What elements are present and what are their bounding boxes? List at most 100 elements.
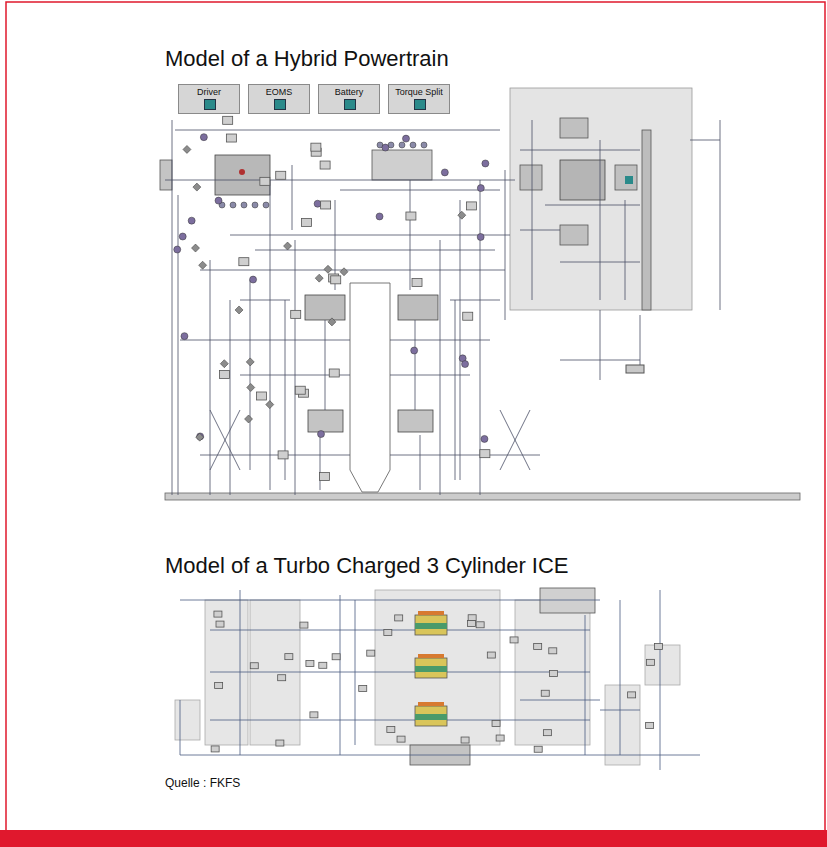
signal-wire (500, 630, 590, 631)
signal-wire (180, 755, 700, 756)
small-block (367, 650, 375, 656)
vehicle-panel (510, 88, 692, 310)
small-block (331, 276, 341, 284)
small-block (654, 643, 662, 649)
signal-wire (640, 315, 641, 370)
signal-wire (532, 120, 533, 300)
exhaust-panel (515, 600, 590, 745)
signal-wire (292, 165, 293, 230)
small-block (466, 202, 476, 210)
signal-wire (210, 410, 240, 470)
signal-wire (230, 235, 510, 236)
small-block (276, 171, 286, 179)
port (410, 142, 416, 148)
button-label: Battery (319, 85, 379, 97)
signal-wire (450, 300, 500, 301)
vehicle-block (560, 118, 588, 138)
hybrid-model (160, 88, 800, 500)
sensor (482, 160, 489, 167)
machine-block (398, 295, 438, 320)
small-block (211, 746, 219, 752)
vehicle-bus (642, 130, 651, 310)
signal-wire (500, 672, 590, 673)
diamond-port (315, 274, 323, 282)
small-block (461, 737, 469, 743)
signal-wire (390, 455, 540, 456)
inverter-block (308, 410, 343, 432)
signal-wire (560, 360, 640, 361)
signal-wire (500, 410, 530, 470)
small-block (223, 116, 233, 124)
button-label: Torque Split (389, 85, 449, 97)
signal-wire (625, 200, 626, 300)
vehicle-core (560, 160, 605, 200)
turbo-panel (605, 685, 640, 765)
ground-bar (165, 493, 800, 500)
signal-wire (600, 310, 601, 380)
cylinder-band (415, 714, 447, 720)
cylinder-top (418, 654, 444, 658)
small-block (549, 648, 557, 654)
signal-wire (660, 590, 661, 770)
signal-wire (390, 375, 470, 376)
small-block (384, 630, 392, 636)
signal-wire (480, 180, 481, 495)
signal-wire (545, 205, 640, 206)
diamond-port (192, 244, 200, 252)
signal-wire (720, 120, 721, 310)
cylinder (415, 615, 447, 635)
signal-wire (165, 180, 515, 181)
small-block (257, 392, 267, 400)
small-block (492, 721, 500, 727)
signal-wire (200, 455, 350, 456)
block-icon (414, 99, 426, 110)
signal-wire (585, 615, 586, 755)
diamond-port (199, 261, 207, 269)
port (230, 202, 236, 208)
diamond-port (196, 433, 204, 441)
port (241, 202, 247, 208)
signal-wire (600, 710, 640, 711)
small-block (534, 643, 542, 649)
signal-wire (230, 300, 231, 495)
signal-wire (180, 700, 181, 755)
signal-wire (178, 195, 179, 495)
sensor (318, 431, 325, 438)
small-block (468, 621, 476, 627)
small-block (387, 727, 395, 733)
signal-wire (210, 410, 240, 470)
small-block (276, 740, 284, 746)
diamond-port (246, 358, 254, 366)
diamond-port (193, 183, 201, 191)
diamond-port (340, 268, 348, 276)
small-block (321, 201, 331, 209)
small-block (628, 692, 636, 698)
cylinder-top (418, 702, 444, 706)
sensor (181, 333, 188, 340)
heading: Model of a Hybrid Powertrain (165, 46, 449, 72)
sensor (402, 135, 409, 142)
diamond-port (183, 145, 191, 153)
sensor (382, 144, 389, 151)
small-block (260, 177, 270, 185)
page-frame (6, 2, 825, 842)
small-block (219, 371, 229, 379)
small-block (320, 161, 330, 169)
signal-wire (560, 262, 640, 263)
source-caption: Quelle : FKFS (165, 776, 240, 790)
small-block (311, 143, 321, 151)
signal-wire (295, 240, 296, 495)
vehicle-icon (625, 176, 633, 184)
input-block (160, 160, 172, 190)
signal-wire (500, 410, 530, 470)
small-block (215, 683, 223, 689)
diamond-port (284, 242, 292, 250)
signal-wire (172, 120, 173, 495)
machine-block (305, 295, 345, 320)
vehicle-block (520, 165, 542, 190)
cylinder-top (418, 611, 444, 615)
small-block (487, 652, 495, 658)
signal-wire (420, 435, 421, 490)
small-block (463, 312, 473, 320)
central-bus (350, 283, 390, 492)
